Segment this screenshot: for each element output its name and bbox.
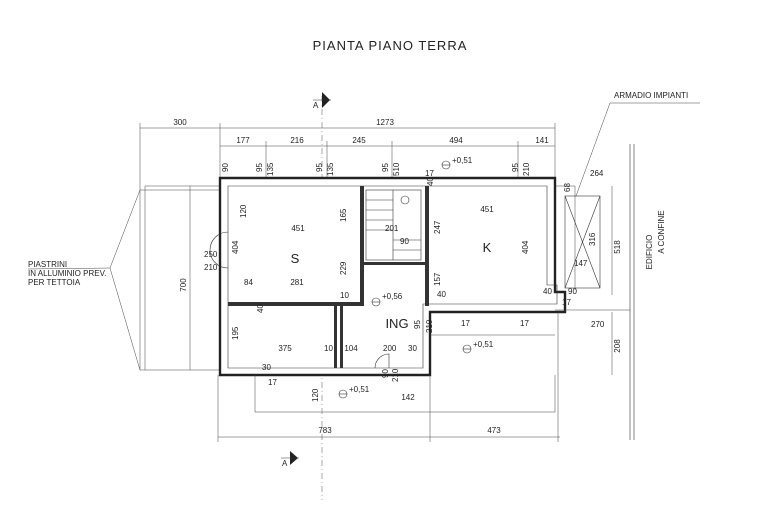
plan-title: PIANTA PIANO TERRA [313,38,468,53]
dim-84: 84 [244,278,253,287]
edificio-label: EDIFICIO [645,235,654,270]
paving-outline [254,334,556,413]
dim-210d: 210 [391,368,400,382]
dim-120a: 120 [239,204,248,218]
dim-229: 229 [339,261,348,275]
level-3: +0,51 [473,340,494,349]
edificio-confine: EDIFICIO A CONFINE [555,144,666,440]
dim-200: 200 [383,344,397,353]
dim-17c: 17 [520,319,529,328]
dim-473: 473 [487,426,501,435]
dim-250: 250 [204,250,218,259]
section-marker-bottom: A [281,451,299,468]
dim-90b: 90 [400,237,409,246]
dim-120b: 120 [311,388,320,402]
piastrini-line-2: IN ALLUMINIO PREV. [28,269,106,278]
dim-195: 195 [231,326,240,340]
dim-451b: 451 [480,205,494,214]
room-soggiorno: S [291,251,300,266]
dim-700: 700 [179,278,188,292]
dim-216: 216 [290,136,304,145]
dim-177: 177 [236,136,250,145]
section-mark-top: A [313,101,319,110]
dim-247: 247 [433,220,442,234]
dim-17b: 17 [562,298,571,307]
dim-135b: 135 [326,162,335,176]
bottom-dimensions: 783 473 [217,312,560,442]
dim-404b: 404 [521,240,530,254]
dim-404a: 404 [231,240,240,254]
dim-95b: 95 [315,163,324,172]
section-mark-bottom: A [282,459,288,468]
dim-157: 157 [433,272,442,286]
dim-201: 201 [385,224,399,233]
dim-783: 783 [318,426,332,435]
armadio-impianti: ARMADIO IMPIANTI [564,91,700,289]
dim-10b: 10 [324,344,333,353]
dim-494: 494 [449,136,463,145]
door-swings [209,231,390,369]
dim-451a: 451 [291,224,305,233]
room-ingresso: ING [385,316,408,331]
interior-walls [228,186,429,368]
top-dimensions: 300 1273 177 216 245 494 141 [139,118,556,190]
misc-dimensions: 90 95 135 95 135 95 510 17 40 95 210 68 … [204,162,605,402]
dim-300: 300 [173,118,187,127]
level-4: +0,51 [349,385,370,394]
room-cucina: K [483,240,492,255]
dim-245: 245 [352,136,366,145]
dim-510: 510 [392,162,401,176]
dim-141: 141 [535,136,549,145]
level-2: +0,56 [382,292,403,301]
dim-30b: 30 [262,363,271,372]
dim-375: 375 [278,344,292,353]
dim-264: 264 [590,169,604,178]
dim-135a: 135 [266,162,275,176]
dim-90d: 90 [381,369,390,378]
dim-17e: 17 [268,378,277,387]
dim-142: 142 [401,393,415,402]
piastrini-label: PIASTRINI IN ALLUMINIO PREV. PER TETTOIA [27,260,111,287]
dim-17a: 17 [425,169,434,178]
dim-95c: 95 [381,163,390,172]
dim-17d: 17 [461,319,470,328]
dim-104: 104 [344,344,358,353]
dim-316: 316 [588,232,597,246]
dim-90a: 90 [221,163,230,172]
a-confine-label: A CONFINE [657,210,666,253]
piastrini-line-3: PER TETTOIA [28,278,81,287]
dim-left-700: 700 [179,186,191,370]
staircase [365,189,422,261]
exterior-walls [218,176,567,377]
dim-518: 518 [613,240,622,254]
dim-95d: 95 [511,163,520,172]
dim-210a: 210 [522,162,531,176]
dim-90c: 90 [568,287,577,296]
armadio-label: ARMADIO IMPIANTI [614,91,688,100]
dim-208: 208 [613,339,622,353]
dim-40a: 40 [426,177,435,186]
dim-210c: 210 [425,319,434,333]
dim-95a: 95 [255,163,264,172]
dim-68: 68 [563,183,572,192]
piastrini-line-1: PIASTRINI [28,260,67,269]
dim-30a: 30 [408,344,417,353]
right-dimensions: 518 208 [611,186,622,375]
level-markers: +0,51 +0,56 +0,51 +0,51 [338,156,494,399]
dim-1273: 1273 [376,118,394,127]
dim-40c: 40 [543,287,552,296]
dim-10a: 10 [340,291,349,300]
dim-40b: 40 [437,290,446,299]
dim-40d: 40 [256,304,265,313]
dim-270: 270 [591,320,605,329]
dim-147: 147 [574,259,588,268]
level-1: +0,51 [452,156,473,165]
dim-165: 165 [339,208,348,222]
dim-95e: 95 [413,320,422,329]
dim-210b: 210 [204,263,218,272]
dim-281: 281 [290,278,304,287]
section-marker-top: A [313,92,331,110]
